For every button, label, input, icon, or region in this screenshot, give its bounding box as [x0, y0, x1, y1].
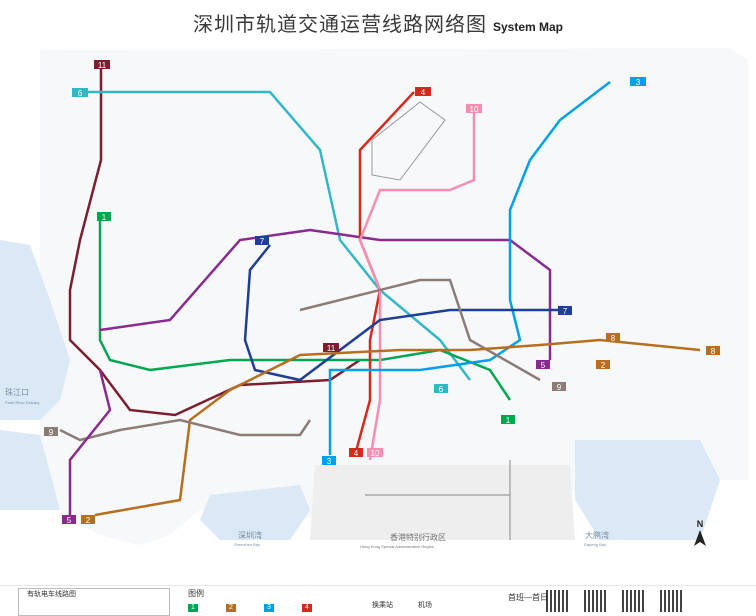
line-badge-9-west[interactable]: 9 [44, 427, 58, 437]
line-badge-9-west-label: 9 [49, 428, 54, 437]
title-en: System Map [492, 20, 564, 34]
hk-route [365, 460, 511, 540]
line-badge-8-label: 8 [611, 334, 616, 343]
line-badge-11-label: 11 [98, 61, 107, 70]
line-badge-3-south[interactable]: 3 [322, 456, 336, 466]
line-badge-8[interactable]: 8 [606, 333, 620, 343]
place-hongkong-en: Hong Kong Special Administrative Region [360, 544, 434, 549]
line-2-8-route [94, 338, 701, 517]
line-badge-3-south-label: 3 [327, 457, 332, 466]
qr-code-icon[interactable] [546, 590, 568, 612]
map-area[interactable]: 11 6 4 10 3 1 7 7 8 8 2 5 9 6 1 11 3 4 1… [0, 40, 756, 585]
line-badge-4[interactable]: 4 [415, 87, 431, 97]
line-badge-11-south-label: 11 [327, 344, 336, 353]
line-badge-7-label: 7 [260, 237, 265, 246]
line-badge-3-label: 3 [636, 78, 641, 87]
place-dapengwan-en: Dapeng Bay [584, 542, 606, 547]
legend-chip-1: 1 [188, 604, 198, 612]
legend-airport: 机场 [418, 602, 432, 609]
line-badge-6[interactable]: 6 [72, 88, 88, 98]
line-badge-7-east[interactable]: 7 [558, 306, 572, 316]
line-badge-10[interactable]: 10 [466, 104, 482, 114]
airport-loop [371, 101, 446, 181]
network-svg: 11 6 4 10 3 1 7 7 8 8 2 5 9 6 1 11 3 4 1… [0, 48, 748, 549]
line-badge-4-south[interactable]: 4 [349, 448, 363, 458]
line-badge-7[interactable]: 7 [255, 236, 269, 246]
compass-label: N [697, 519, 704, 529]
legend-chip-2: 2 [226, 604, 236, 612]
hongkong-area [310, 465, 575, 540]
line-9-west-route [59, 418, 312, 442]
line-badge-1-east[interactable]: 1 [501, 415, 515, 425]
dapeng-bay-water [575, 440, 720, 540]
line-badge-7-east-label: 7 [563, 307, 568, 316]
line-badge-10-label: 10 [470, 105, 479, 114]
line-3-route [328, 81, 611, 455]
legend-ops: 首班—首日 [508, 593, 548, 602]
line-badge-10-south[interactable]: 10 [367, 448, 383, 458]
line-badge-5-label: 5 [541, 361, 546, 370]
line-badge-2-label: 2 [601, 361, 606, 370]
line-badge-4-south-label: 4 [354, 449, 359, 458]
line-badge-8-east[interactable]: 8 [706, 346, 720, 356]
line-badge-4-label: 4 [421, 88, 426, 97]
qr-code-icon-2[interactable] [584, 590, 606, 612]
place-zhujiangkou: 珠江口 [5, 387, 29, 397]
legend-chip-3: 3 [264, 604, 274, 612]
tram-map-label: 有轨电车线路图 [27, 591, 76, 598]
place-hongkong: 香港特别行政区 [390, 532, 446, 542]
line-10-route [358, 110, 476, 461]
qr-code-icon-4[interactable] [660, 590, 682, 612]
west-sea [0, 430, 60, 510]
shenzhen-bay-water [200, 485, 310, 540]
legend-bar: 有轨电车线路图 图例 1 2 3 4 换乘站 机场 首班—首日 [0, 585, 756, 616]
line-badge-9[interactable]: 9 [552, 382, 566, 392]
line-badge-5-south-label: 5 [67, 516, 72, 525]
line-badge-9-label: 9 [557, 383, 562, 392]
legend-title: 图例 [188, 589, 204, 598]
place-shenzhenwan: 深圳湾 [238, 530, 262, 540]
line-badge-1[interactable]: 1 [97, 212, 111, 222]
place-shenzhenwan-en: Shenzhen Bay [234, 542, 260, 547]
line-badge-6-south-label: 6 [439, 385, 444, 394]
compass-icon: N [694, 519, 706, 546]
line-badge-2-south[interactable]: 2 [81, 515, 95, 525]
line-badge-5-south[interactable]: 5 [62, 515, 76, 525]
line-badge-5[interactable]: 5 [536, 360, 550, 370]
legend-chip-4: 4 [302, 604, 312, 612]
line-badge-11[interactable]: 11 [94, 60, 110, 70]
line-9-route [299, 278, 541, 382]
line-1-route [98, 218, 512, 401]
line-badge-3[interactable]: 3 [630, 77, 646, 87]
qr-code-icon-3[interactable] [622, 590, 644, 612]
line-badge-6-south[interactable]: 6 [434, 384, 448, 394]
line-badge-8-east-label: 8 [711, 347, 716, 356]
land-mass [40, 48, 748, 545]
map-title: 深圳市轨道交通运营线路网络图 System Map [0, 8, 756, 37]
place-dapengwan: 大鹏湾 [585, 530, 609, 540]
place-zhujiangkou-en: Pearl River Estuary [5, 400, 39, 405]
tram-map-box[interactable]: 有轨电车线路图 [18, 588, 170, 616]
line-7-route [243, 244, 560, 382]
line-badge-6-label: 6 [78, 89, 83, 98]
line-6-route [85, 90, 471, 381]
line-5-route [99, 228, 552, 360]
line-5-southwest-route [68, 369, 112, 515]
title-cn: 深圳市轨道交通运营线路网络图 [192, 14, 487, 36]
legend-transfer: 换乘站 [372, 602, 393, 609]
line-badge-10-south-label: 10 [371, 449, 380, 458]
line-badge-11-south[interactable]: 11 [323, 343, 339, 353]
line-badge-1-east-label: 1 [506, 416, 511, 425]
line-badge-2-south-label: 2 [86, 516, 91, 525]
line-badge-2[interactable]: 2 [596, 360, 610, 370]
pearl-river-water [0, 240, 70, 420]
line-badge-1-label: 1 [102, 213, 107, 222]
